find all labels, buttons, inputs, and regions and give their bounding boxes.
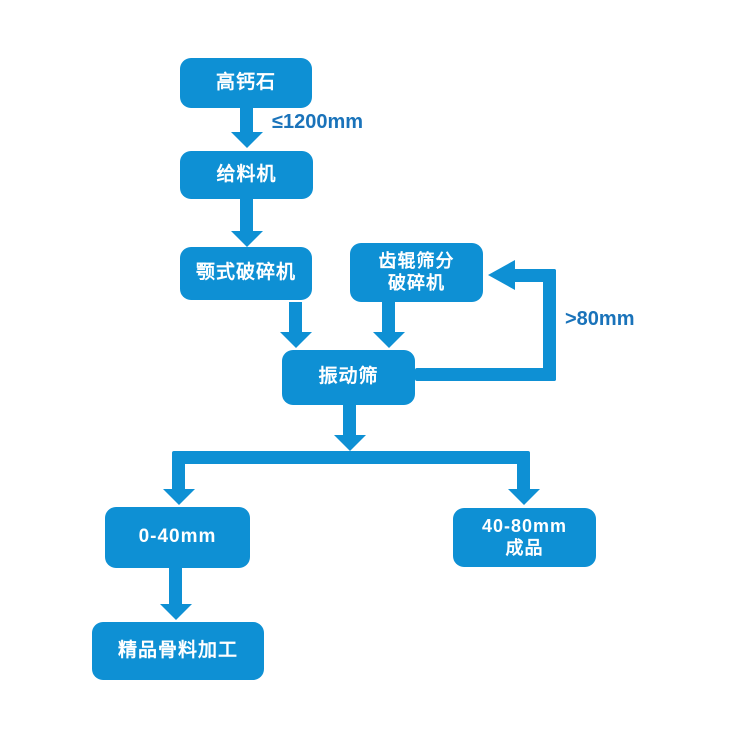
- node-label: 颚式破碎机: [195, 262, 296, 284]
- node-label: 振动筛: [318, 366, 379, 388]
- node-label: 给料机: [216, 163, 277, 185]
- node-label: 0-40mm: [138, 526, 217, 548]
- arrow-feeder-to-jaw-crusher: [240, 198, 253, 231]
- node-label-line2: 破碎机: [388, 272, 445, 293]
- label-oversize-return: >80mm: [565, 308, 635, 330]
- feedback-top-segment: [512, 269, 556, 282]
- arrow-jaw-crusher-to-screen: [289, 302, 302, 332]
- node-roller-screen-crusher: 齿辊筛分 破碎机: [350, 243, 483, 302]
- split-bar: [172, 451, 530, 464]
- arrow-split-to-fine: [172, 455, 185, 489]
- node-vibrating-screen: 振动筛: [282, 350, 415, 405]
- node-label: 精品骨料加工: [117, 639, 238, 661]
- arrow-split-to-finished: [517, 455, 530, 489]
- node-label-line1: 40-80mm: [481, 516, 568, 537]
- node-jaw-crusher: 颚式破碎机: [180, 247, 312, 300]
- feedback-bottom-segment: [415, 368, 556, 381]
- node-finished-product: 40-80mm 成品: [453, 508, 596, 567]
- arrow-stone-to-feeder: [240, 108, 253, 132]
- feedback-vertical-segment: [543, 269, 556, 381]
- label-feed-size: ≤1200mm: [272, 111, 364, 133]
- node-high-calcium-stone: 高钙石: [180, 58, 312, 108]
- node-feeder: 给料机: [180, 151, 313, 199]
- feedback-arrowhead-left: [488, 260, 515, 290]
- node-label-line2: 成品: [505, 537, 544, 558]
- arrow-roller-crusher-to-screen: [382, 302, 395, 332]
- node-label-line1: 齿辊筛分: [378, 251, 455, 272]
- node-fine-fraction: 0-40mm: [105, 507, 250, 568]
- arrow-screen-to-split: [343, 405, 356, 435]
- node-aggregate-processing: 精品骨料加工: [92, 622, 264, 680]
- node-label: 高钙石: [215, 71, 276, 93]
- arrow-fine-to-processing: [169, 568, 182, 604]
